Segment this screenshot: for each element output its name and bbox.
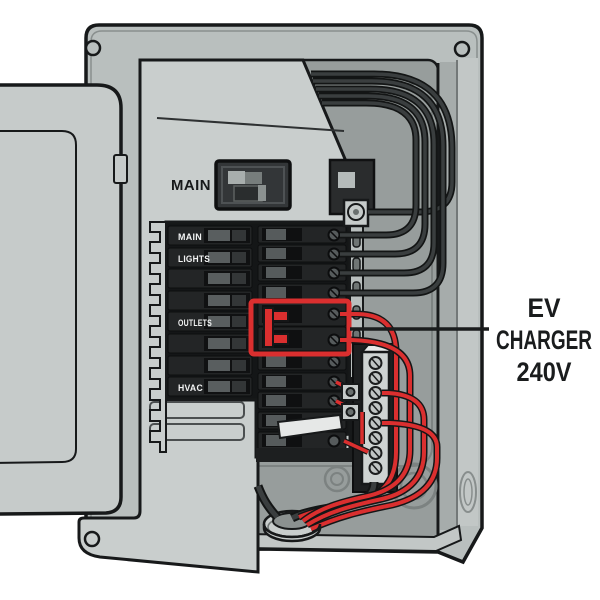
breaker-row	[257, 263, 347, 282]
branch-lugs	[341, 383, 360, 421]
service-wire	[319, 92, 429, 258]
door-recessed-panel	[0, 130, 77, 464]
conduit-front-lip	[262, 523, 322, 543]
side-wall-outer	[458, 58, 478, 526]
breaker-row: OUTLETS	[167, 311, 253, 332]
cover-crease-line	[156, 117, 345, 132]
door-face	[0, 83, 123, 516]
service-wire	[322, 99, 420, 239]
breaker-row	[167, 268, 253, 289]
breaker-row	[167, 355, 253, 376]
mounting-screw-hole-top-right	[453, 40, 471, 58]
breaker-label-main: MAIN	[178, 232, 202, 243]
breaker-column-right	[256, 225, 356, 462]
breaker-row	[167, 333, 253, 354]
callout-label-line1: EV	[528, 293, 561, 323]
breaker-row: LIGHTS	[167, 247, 253, 268]
breaker-row	[257, 372, 347, 391]
breaker-row	[257, 244, 347, 263]
breaker-row: HVAC	[167, 376, 253, 397]
ev-wire	[300, 336, 414, 524]
breaker-row	[257, 391, 347, 410]
service-wire	[313, 77, 447, 297]
breaker-comb-edge	[149, 221, 167, 453]
breaker-row	[257, 352, 347, 371]
panel-door	[0, 83, 128, 516]
main-breaker-handle	[228, 171, 245, 184]
red-wire	[309, 419, 441, 533]
breaker-column-left: MAIN LIGHTS OUTLETS	[167, 225, 253, 397]
ground-lug	[342, 198, 370, 228]
breaker-row	[257, 225, 347, 244]
breaker-label-outlets: OUTLETS	[178, 318, 212, 329]
callout-label-line3: 240V	[517, 357, 572, 387]
callout-label-line2: CHARGER	[496, 325, 592, 355]
main-breaker	[214, 159, 292, 211]
ev-breaker-highlight-box	[248, 298, 352, 357]
breaker-assembly-base	[256, 448, 356, 462]
ev-breaker-handle-tie	[263, 307, 289, 348]
main-breaker-cover-label: MAIN	[171, 177, 211, 194]
service-wire	[316, 85, 438, 277]
ev-breaker	[257, 301, 347, 352]
panel-box-lip-line	[90, 30, 478, 524]
knockout-side-wall	[459, 471, 477, 513]
mounting-screw-hole-top-left	[84, 39, 102, 57]
breaker-assembly-highlight	[276, 413, 344, 440]
breaker-row	[257, 283, 347, 302]
ev-circuit-wires	[297, 310, 441, 533]
service-wires	[311, 70, 456, 297]
cover-screw-hole-bottom-left	[83, 530, 101, 548]
breaker-label-hvac: HVAC	[178, 383, 203, 394]
breaker-row	[167, 290, 253, 311]
neutral-bar-screw-slots	[371, 358, 380, 473]
callout: EV CHARGER 240V	[350, 293, 592, 387]
breaker-label-lights: LIGHTS	[178, 254, 210, 265]
red-wire	[305, 389, 428, 528]
door-latch	[113, 154, 128, 184]
knockout-small	[323, 465, 351, 493]
breaker-row: MAIN	[167, 225, 253, 246]
